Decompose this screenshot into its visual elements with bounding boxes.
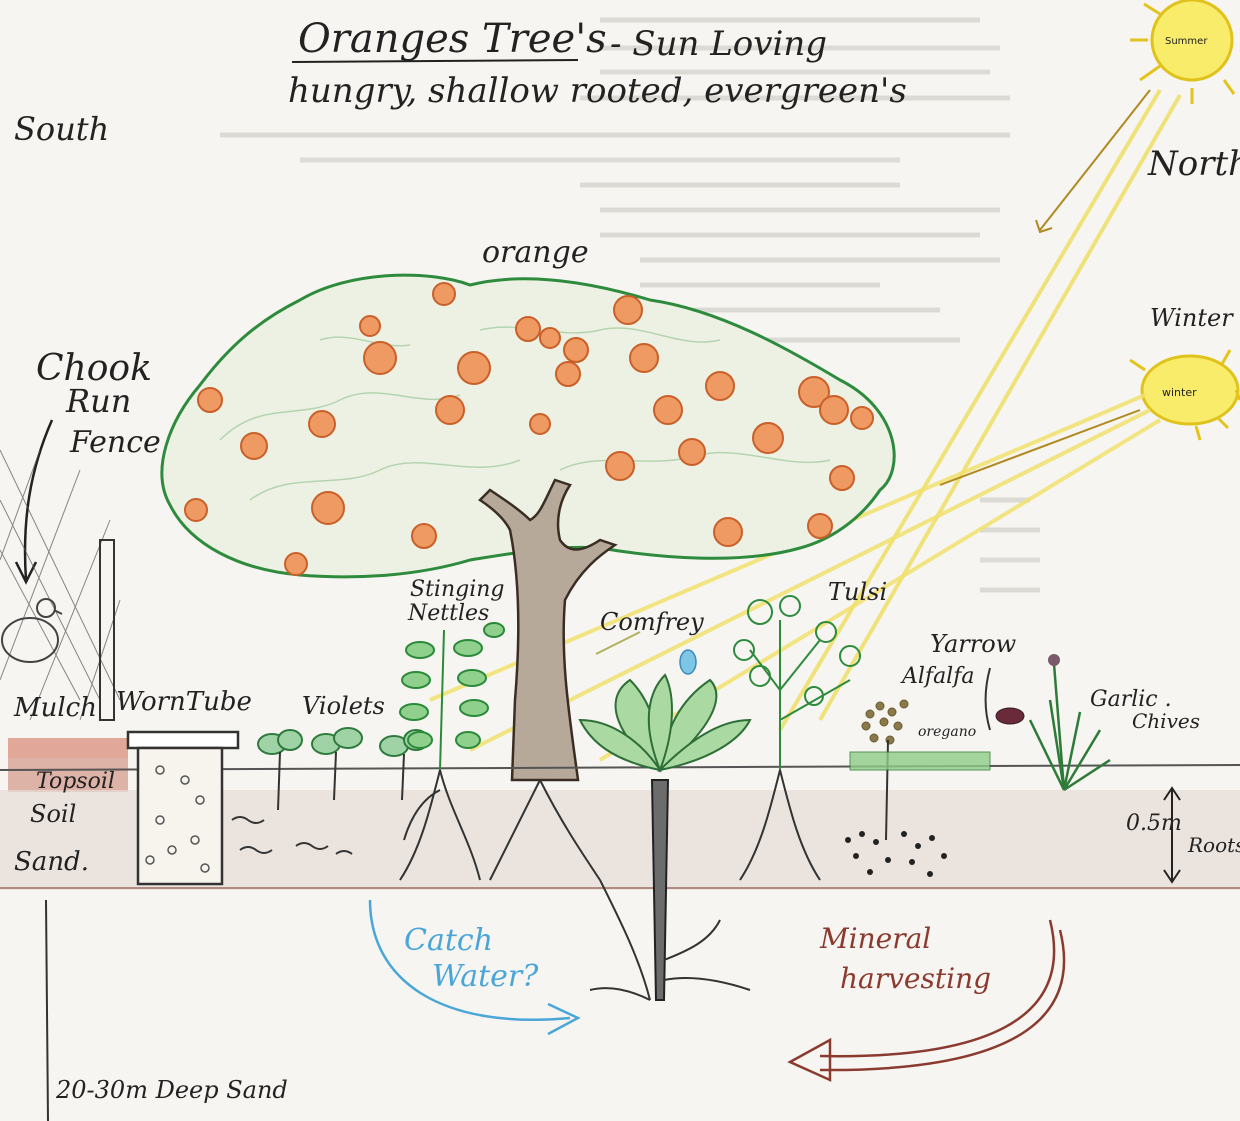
fence-arrow	[25, 420, 52, 580]
depth-label: 0.5m	[1126, 811, 1182, 836]
wormtube-label: WornTube	[116, 687, 252, 717]
comfrey-taproot	[652, 780, 668, 1000]
winter-heading: Winter	[1150, 304, 1234, 332]
title-subtitle: hungry, shallow rooted, evergreen's	[288, 71, 907, 111]
alfalfa-label: Alfalfa	[900, 664, 974, 689]
nettles-label: Nettles	[407, 601, 489, 626]
oregano-plant	[850, 752, 990, 770]
winter-arrow	[940, 410, 1140, 485]
stinging-nettles-plant	[400, 623, 504, 770]
winter-sun-icon: Winter winter	[1130, 304, 1240, 440]
title-main: Oranges Tree's	[298, 16, 607, 62]
deep-sand-label: 20-30m Deep Sand	[55, 1076, 288, 1104]
title-suffix: - Sun Loving	[610, 24, 827, 64]
catch-water-label-2: Water?	[432, 959, 539, 994]
tree-label: orange	[482, 235, 589, 270]
north-label: North	[1147, 144, 1240, 184]
yarrow-label: Yarrow	[930, 630, 1017, 658]
comfrey-flower-icon	[680, 650, 696, 674]
yarrow-pointer	[986, 668, 991, 730]
violets-label: Violets	[302, 692, 385, 720]
mulch-label: Mulch	[13, 693, 97, 723]
winter-label: winter	[1162, 386, 1197, 399]
garlic-chives-plant	[1030, 664, 1110, 790]
stinging-label: Stinging	[410, 577, 505, 602]
summer-label: Summer	[1165, 36, 1208, 47]
summer-sun-icon: Summer	[1130, 0, 1234, 104]
south-label: South	[14, 110, 109, 148]
fence-post	[100, 540, 114, 720]
fence-label-2: Run	[65, 382, 131, 420]
violets-plants	[258, 728, 428, 756]
comfrey-label: Comfrey	[600, 608, 704, 636]
mulch-layer	[8, 738, 128, 758]
chive-flower-icon	[1048, 654, 1060, 666]
topsoil-label: Topsoil	[36, 769, 115, 794]
worm-tube	[128, 732, 238, 884]
roots-label: Roots	[1187, 833, 1240, 857]
chook-run-fence	[0, 450, 120, 720]
mineral-label-2: harvesting	[840, 962, 991, 995]
tulsi-label: Tulsi	[828, 578, 887, 606]
deep-sand-line	[46, 900, 48, 1121]
chives-label: Chives	[1132, 709, 1200, 733]
soil-label: Soil	[30, 800, 76, 828]
yarrow-flower-icon	[996, 708, 1024, 724]
fence-label-3: Fence	[69, 425, 161, 460]
chicken-icon	[2, 599, 62, 662]
oregano-label: oregano	[918, 724, 976, 740]
mineral-label-1: Mineral	[819, 922, 931, 955]
sand-label: Sand.	[14, 847, 89, 877]
summer-arrow	[1040, 90, 1150, 230]
alfalfa-plant	[862, 700, 908, 744]
catch-water-label-1: Catch	[404, 923, 493, 958]
